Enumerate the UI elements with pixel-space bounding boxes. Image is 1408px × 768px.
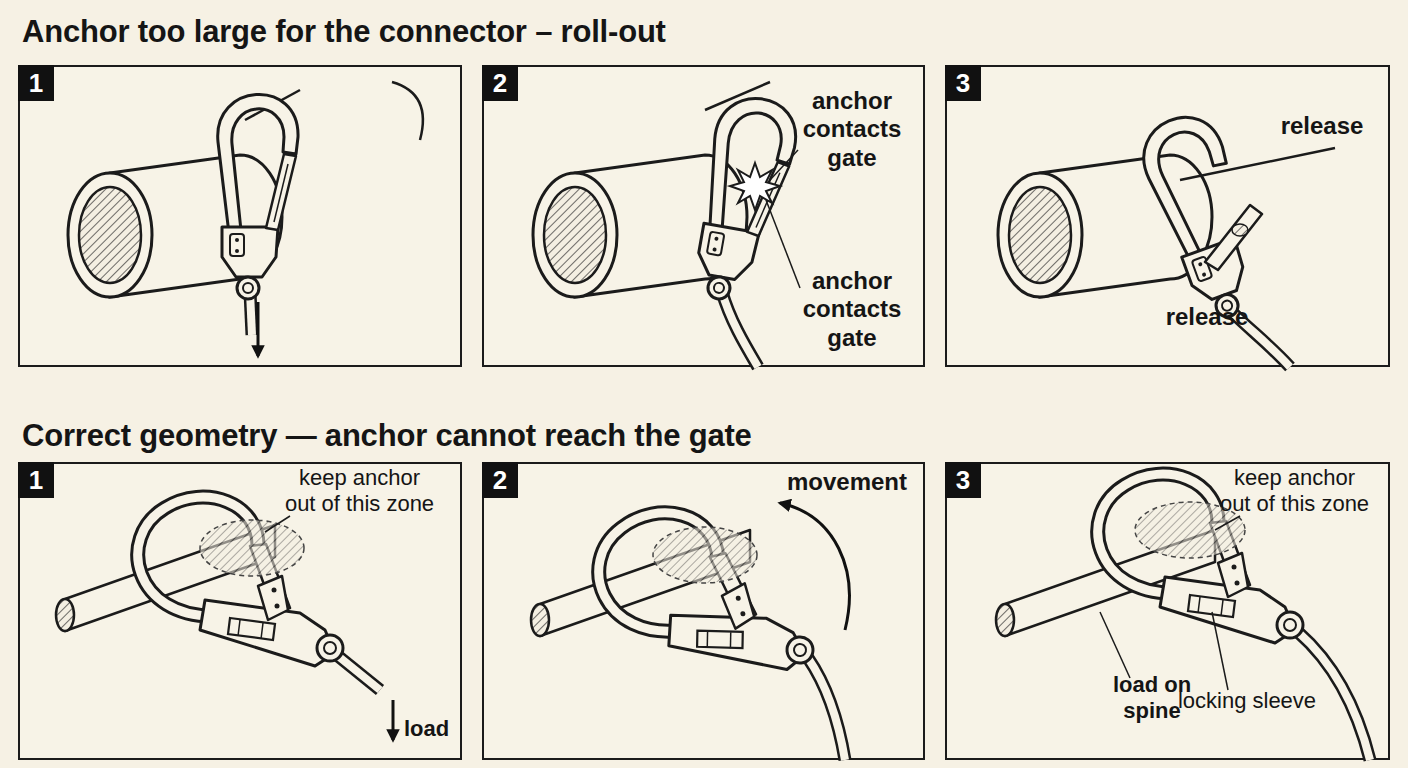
step-panel: 2 anchor contacts gate anchor contacts gat… bbox=[482, 65, 925, 367]
callout-text: keep anchor out of this zone bbox=[283, 465, 436, 517]
callout-text: anchor contacts gate bbox=[792, 87, 912, 172]
step-number: 2 bbox=[482, 462, 518, 498]
callout-text: release bbox=[1262, 112, 1382, 140]
step-panel: 1 keep anchor out of this zone load bbox=[18, 462, 462, 760]
step-panel: 3 release release bbox=[945, 65, 1390, 367]
callout-text: keep anchor out of this zone bbox=[1218, 465, 1371, 517]
callout-text: locking sleeve bbox=[1167, 688, 1327, 714]
step-number: 1 bbox=[18, 462, 54, 498]
section-heading: Anchor too large for the connector – rol… bbox=[22, 14, 666, 50]
step-number: 1 bbox=[18, 65, 54, 101]
step-panel: 2 movement bbox=[482, 462, 925, 760]
section-heading: Correct geometry — anchor cannot reach t… bbox=[22, 418, 752, 454]
callout-text: load bbox=[404, 716, 464, 742]
callout-text: anchor contacts gate bbox=[792, 267, 912, 352]
callout-text: release bbox=[1147, 303, 1267, 331]
step-panel: 3keep anchor out of this zoneload on spi… bbox=[945, 462, 1390, 760]
step-panel: 1 bbox=[18, 65, 462, 367]
callout-text: movement bbox=[782, 468, 912, 496]
step-number: 3 bbox=[945, 65, 981, 101]
step-number: 3 bbox=[945, 462, 981, 498]
step-number: 2 bbox=[482, 65, 518, 101]
